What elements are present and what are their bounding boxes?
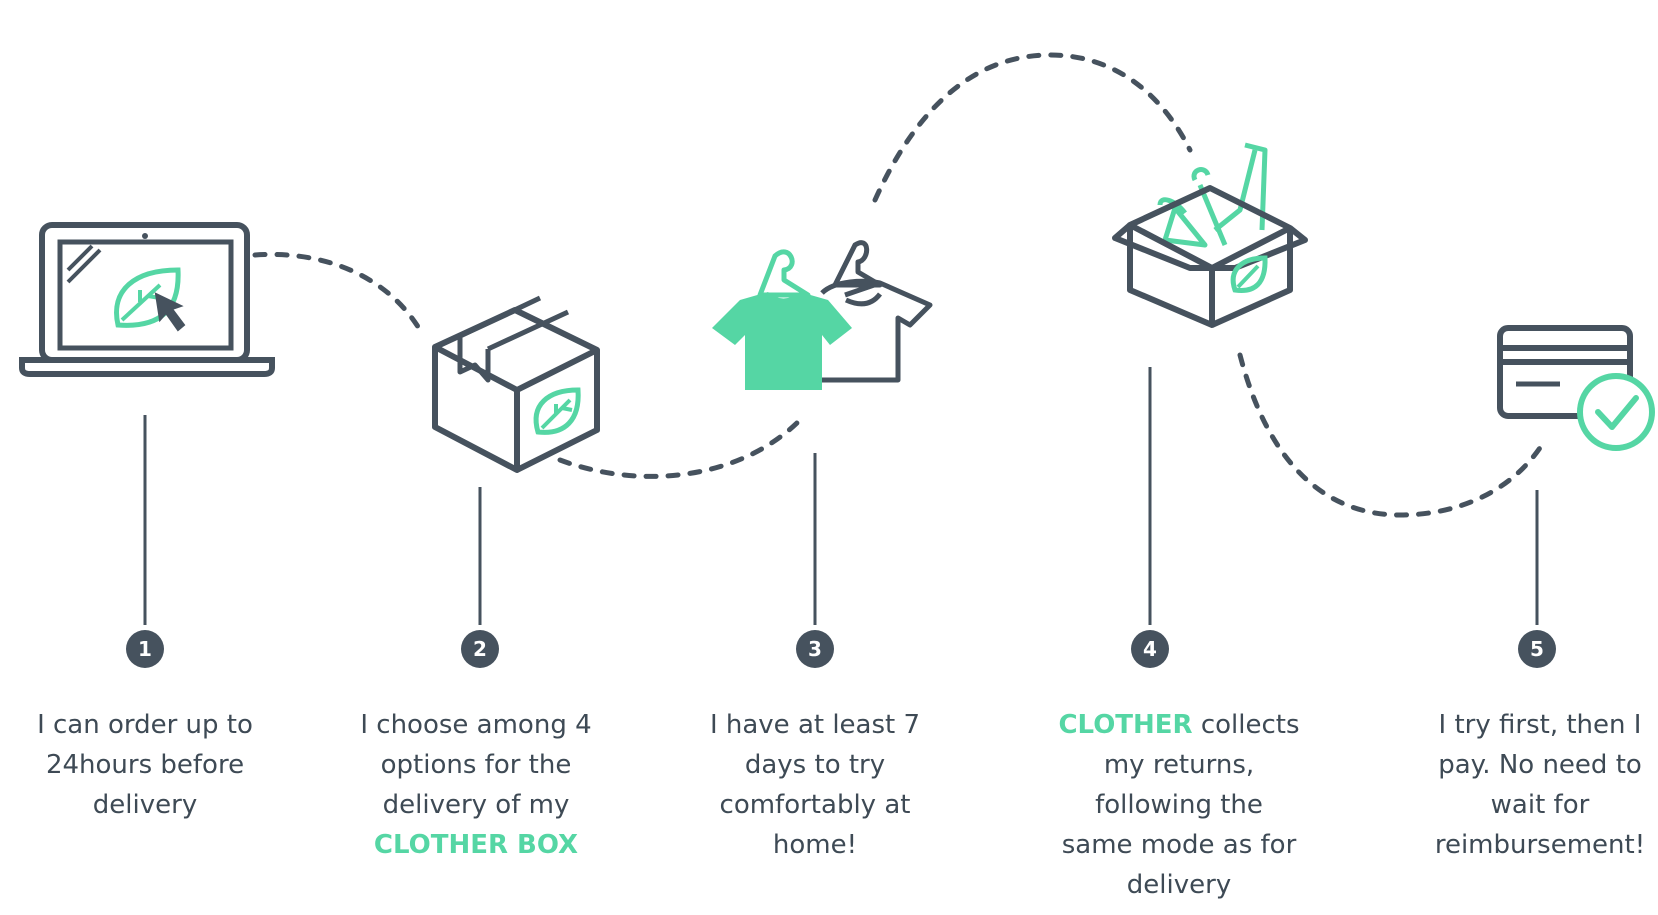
- dashed-path-1: [252, 251, 423, 333]
- svg-text:2: 2: [473, 637, 487, 661]
- clother-box-highlight: CLOTHER BOX: [373, 830, 579, 860]
- card-check-icon: [1497, 325, 1655, 451]
- svg-text:4: 4: [1143, 637, 1157, 661]
- open-box-hangers-icon: [1112, 142, 1308, 328]
- step-2-text: I choose among 4 options for the deliver…: [326, 705, 626, 865]
- box-leaf-icon: [432, 295, 600, 473]
- svg-text:1: 1: [138, 637, 152, 661]
- dashed-path-3: [872, 52, 1193, 203]
- laptop-leaf-icon: [19, 222, 275, 377]
- step-4-text: CLOTHER collects my returns, following t…: [1058, 710, 1300, 900]
- step-1-text: I can order up to 24hours before deliver…: [37, 710, 253, 820]
- tshirts-hangers-icon: [712, 240, 933, 390]
- step-5-text: I try first, then I pay. No need to wait…: [1434, 710, 1646, 860]
- dashed-path-2: [557, 417, 803, 479]
- step-number-4: 4: [1131, 630, 1169, 668]
- dashed-path-4: [1237, 352, 1548, 518]
- step-3-text: I have at least 7 days to try comfortabl…: [709, 710, 921, 860]
- step-number-5: 5: [1518, 630, 1556, 668]
- step-number-3: 3: [796, 630, 834, 668]
- clother-highlight: CLOTHER: [1058, 710, 1193, 740]
- step-number-1: 1: [126, 630, 164, 668]
- step-number-2: 2: [461, 630, 499, 668]
- svg-text:5: 5: [1530, 637, 1544, 661]
- svg-text:3: 3: [808, 637, 822, 661]
- green-tshirt: [712, 292, 852, 390]
